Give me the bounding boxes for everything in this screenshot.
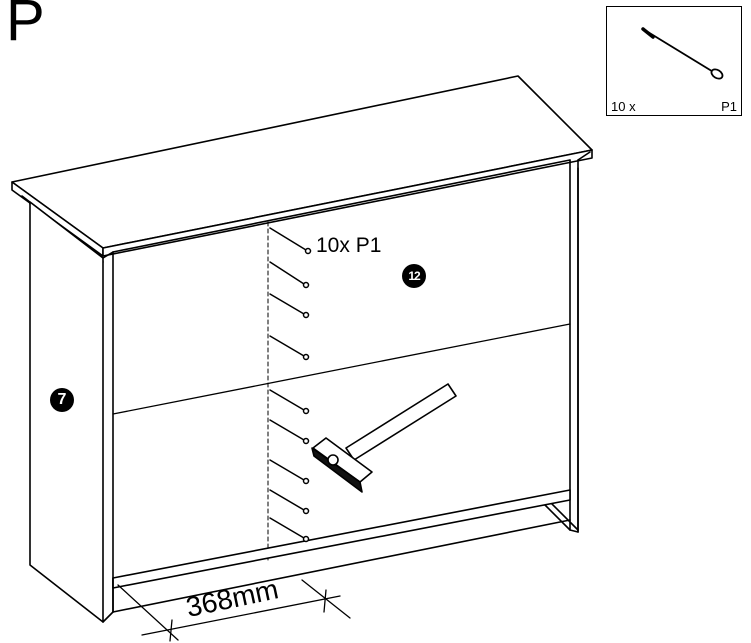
step-letter: P: [6, 0, 45, 53]
parts-quantity: 10 x: [611, 99, 636, 114]
top-panel: [11, 75, 593, 263]
part-marker-side-panel: 7: [50, 388, 74, 412]
parts-box: 10 x P1: [606, 6, 742, 116]
nail: [269, 389, 310, 415]
right-side-panel: [544, 151, 591, 533]
nail-icon: [641, 27, 724, 80]
left-side-panel: [29, 201, 114, 623]
nail: [269, 517, 310, 543]
nail: [269, 489, 310, 515]
hammer-icon: [311, 383, 457, 493]
bottom-rail: [112, 489, 571, 613]
dimension-line: [117, 579, 351, 642]
part-marker-back-panel: 12: [402, 264, 426, 288]
nail: [269, 227, 312, 255]
parts-id: P1: [721, 99, 737, 114]
nail: [269, 459, 310, 485]
back-panel: [112, 159, 571, 561]
nails: [269, 227, 312, 543]
nail-callout: 10x P1: [316, 234, 382, 257]
nail: [269, 293, 310, 319]
nail: [269, 419, 310, 445]
nail: [269, 261, 310, 289]
nail: [269, 335, 310, 361]
